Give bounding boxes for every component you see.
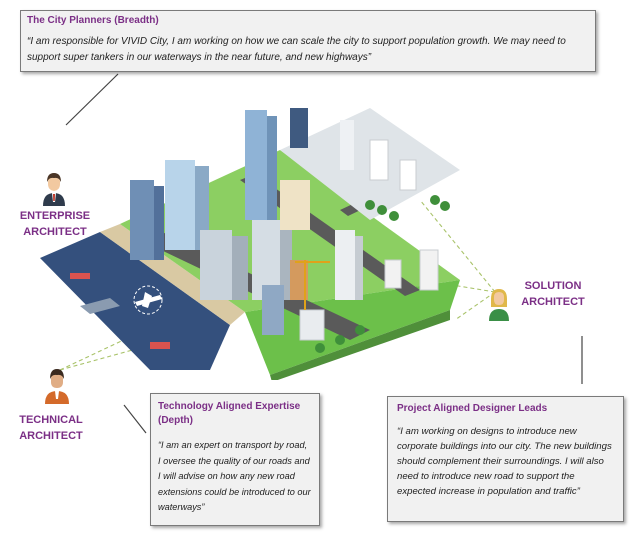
lighthouse-platform bbox=[80, 298, 120, 314]
city-planners-quote: “I am responsible for VIVID City, I am w… bbox=[27, 36, 566, 63]
city-illustration bbox=[40, 108, 460, 380]
solution-architect-avatar bbox=[489, 289, 509, 321]
technology-expertise-title: Technology Aligned Expertise (Depth) bbox=[158, 401, 301, 426]
trees bbox=[315, 195, 450, 353]
solution-architect-label: SOLUTION ARCHITECT bbox=[521, 280, 585, 308]
project-designer-title: Project Aligned Designer Leads bbox=[397, 403, 548, 414]
enterprise-architect-label: ENTERPRISE ARCHITECT bbox=[19, 210, 91, 238]
waterway bbox=[40, 232, 230, 370]
technical-architect-avatar bbox=[45, 369, 69, 404]
enterprise-architect-avatar bbox=[43, 173, 65, 206]
buildings bbox=[130, 108, 439, 341]
solution-dashed-link-1 bbox=[419, 199, 496, 293]
project-designer-quote: “I am working on designs to introduce ne… bbox=[397, 426, 612, 497]
technology-connector bbox=[123, 404, 147, 434]
city-planners-box: The City Planners (Breadth) “I am respon… bbox=[20, 10, 596, 72]
city-planners-title: The City Planners (Breadth) bbox=[27, 15, 159, 26]
airplane bbox=[135, 292, 162, 308]
technology-expertise-quote: “I am an expert on transport by road, I … bbox=[158, 440, 311, 513]
planners-connector bbox=[65, 73, 119, 126]
boat-2 bbox=[150, 342, 170, 349]
boat bbox=[70, 273, 90, 279]
technology-expertise-box: Technology Aligned Expertise (Depth) “I … bbox=[150, 393, 320, 526]
crane bbox=[295, 260, 330, 310]
technical-architect-label: TECHNICAL ARCHITECT bbox=[19, 414, 83, 442]
solution-dashed-link-3 bbox=[454, 291, 496, 321]
project-designer-box: Project Aligned Designer Leads “I am wor… bbox=[387, 396, 624, 522]
